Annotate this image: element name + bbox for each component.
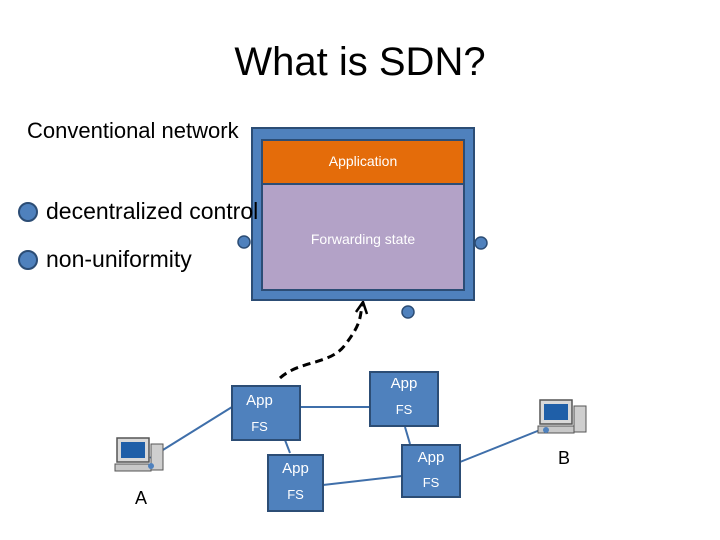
node-app-label: App	[417, 449, 445, 466]
bullet-item: decentralized control	[18, 198, 258, 225]
port-dot-icon	[237, 235, 251, 249]
node-app-label: App	[246, 392, 273, 409]
router-node-3	[267, 454, 324, 512]
bullet-dot-icon	[18, 201, 38, 222]
slide-title: What is SDN?	[234, 40, 486, 84]
link-node1-node3	[284, 439, 291, 454]
link-a-node1	[149, 406, 233, 459]
link-node3-node4	[322, 475, 403, 486]
bullet-item: non-uniformity	[18, 246, 192, 273]
node-fs-label: FS	[395, 402, 413, 417]
node-fs-label: FS	[251, 419, 268, 434]
bullet-text: non-uniformity	[46, 246, 192, 272]
link-node2-node4	[404, 426, 411, 445]
bullet-dot-icon	[18, 249, 38, 270]
port-dot-icon	[401, 305, 415, 319]
bullet-text: decentralized control	[46, 198, 259, 224]
subtitle: Conventional network	[27, 118, 239, 143]
router-node-2	[369, 371, 439, 427]
control-link-arrowhead	[354, 299, 369, 315]
computer-icon	[537, 399, 587, 434]
forwarding-state-label: Forwarding state	[310, 231, 416, 247]
node-fs-label: FS	[287, 487, 304, 502]
router-node-1	[231, 385, 301, 441]
node-fs-label: FS	[422, 475, 440, 490]
application-layer	[261, 139, 465, 185]
host-b-label: B	[558, 448, 571, 468]
application-label: Application	[328, 153, 398, 169]
node-app-label: App	[282, 460, 309, 477]
link-node4-b	[459, 427, 546, 463]
node-app-label: App	[390, 375, 418, 392]
forwarding-layer	[261, 183, 465, 291]
control-link-dashed	[278, 304, 364, 380]
host-a-label: A	[135, 488, 148, 508]
computer-icon	[114, 437, 164, 472]
router-node-4	[401, 444, 461, 498]
port-dot-icon	[474, 236, 488, 250]
